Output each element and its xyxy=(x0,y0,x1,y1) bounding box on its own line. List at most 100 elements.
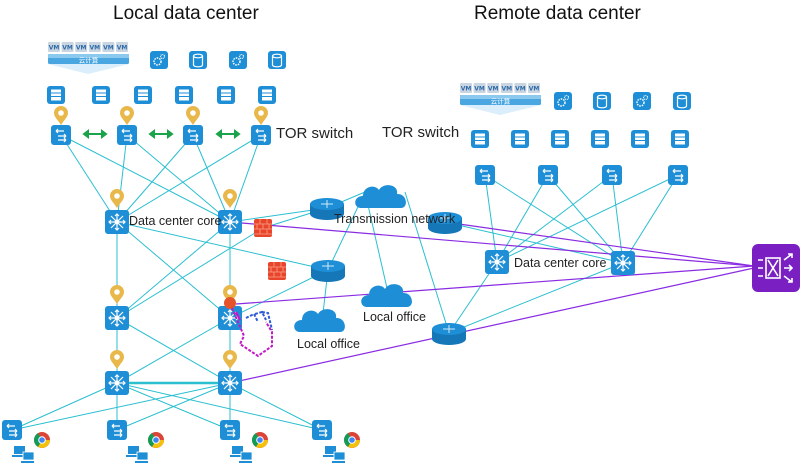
tor-switch-icon[interactable] xyxy=(601,164,623,186)
link xyxy=(229,269,329,319)
tor-link-arrow-3 xyxy=(215,129,241,139)
app-service-icon[interactable] xyxy=(553,91,573,111)
svg-text:VM: VM xyxy=(515,86,526,93)
server-icon[interactable] xyxy=(590,129,610,149)
tor-switch-icon[interactable] xyxy=(667,164,689,186)
computer-icon[interactable] xyxy=(11,445,35,464)
link xyxy=(116,134,128,223)
computer-icon[interactable] xyxy=(125,445,149,464)
svg-text:VM: VM xyxy=(461,86,472,93)
core-switch-icon[interactable] xyxy=(217,370,243,396)
location-pin-icon xyxy=(186,106,200,125)
app-service-icon[interactable] xyxy=(149,50,169,70)
label-local-office-1: Local office xyxy=(363,310,427,324)
vm-box: VM xyxy=(75,42,88,52)
location-pin-icon xyxy=(254,106,268,125)
traffic-analyzer-icon[interactable] xyxy=(752,244,800,292)
link xyxy=(11,382,118,431)
link xyxy=(116,221,329,271)
vm-box: VM xyxy=(61,42,74,52)
cloud-icon xyxy=(294,309,345,332)
core-switch-icon[interactable] xyxy=(104,209,130,235)
tor-switch-icon[interactable] xyxy=(116,124,138,146)
vm-box: VM xyxy=(487,83,500,93)
core-switch-icon[interactable] xyxy=(104,305,130,331)
label-tor-switch-remote: TOR switch xyxy=(382,124,460,141)
tor-interconnects xyxy=(82,129,241,139)
link xyxy=(448,262,624,334)
app-service-icon[interactable] xyxy=(632,91,652,111)
server-icon[interactable] xyxy=(91,85,111,105)
cloud-icon xyxy=(361,284,412,307)
cloud-icon xyxy=(355,185,406,208)
link xyxy=(116,134,262,223)
label-transmission-network: Transmission network xyxy=(334,212,456,226)
access-switch-icon[interactable] xyxy=(311,419,333,441)
mirror-link xyxy=(229,267,755,384)
router-icon[interactable] xyxy=(310,259,346,283)
svg-text:VM: VM xyxy=(529,86,540,93)
link xyxy=(496,174,549,263)
database-icon[interactable] xyxy=(188,50,208,70)
router-icon[interactable] xyxy=(431,322,467,346)
database-icon[interactable] xyxy=(592,91,612,111)
core-switch-icon[interactable] xyxy=(484,249,510,275)
tor-switch-icon[interactable] xyxy=(474,164,496,186)
firewall-icon[interactable] xyxy=(267,261,287,281)
selected-node-marker xyxy=(224,297,273,358)
label-tor-switch-local: TOR switch xyxy=(276,125,354,142)
app-service-icon[interactable] xyxy=(228,50,248,70)
mirror-link xyxy=(235,265,755,305)
computer-icon[interactable] xyxy=(322,445,346,464)
database-icon[interactable] xyxy=(672,91,692,111)
vm-box: VM xyxy=(88,42,101,52)
core-switch-icon[interactable] xyxy=(610,250,636,276)
vm-box: VM xyxy=(102,42,115,52)
server-icon[interactable] xyxy=(133,85,153,105)
selection-dot xyxy=(224,297,236,309)
vm-box: VM xyxy=(500,83,513,93)
server-icon[interactable] xyxy=(257,85,277,105)
server-icon[interactable] xyxy=(216,85,236,105)
link xyxy=(192,134,231,223)
server-icon[interactable] xyxy=(46,85,66,105)
tor-switch-icon[interactable] xyxy=(50,124,72,146)
server-icon[interactable] xyxy=(510,129,530,149)
link xyxy=(496,174,613,263)
link xyxy=(126,134,231,223)
server-icon[interactable] xyxy=(670,129,690,149)
server-icon[interactable] xyxy=(470,129,490,149)
firewall-icon[interactable] xyxy=(253,218,273,238)
svg-text:VM: VM xyxy=(103,45,114,52)
access-switch-icon[interactable] xyxy=(219,419,241,441)
browser-icon xyxy=(344,432,360,448)
core-switch-icon[interactable] xyxy=(104,370,130,396)
svg-text:VM: VM xyxy=(76,45,87,52)
core-switch-icon[interactable] xyxy=(217,209,243,235)
link xyxy=(116,227,264,319)
tor-switch-icon[interactable] xyxy=(250,124,272,146)
link xyxy=(404,191,450,334)
computer-icon[interactable] xyxy=(229,445,253,464)
access-switch-icon[interactable] xyxy=(106,419,128,441)
label-core-remote: Data center core xyxy=(514,256,607,270)
browser-icon xyxy=(252,432,268,448)
tor-switch-icon[interactable] xyxy=(182,124,204,146)
server-icon[interactable] xyxy=(630,129,650,149)
cloud-compute-label: 云计算 xyxy=(491,97,511,106)
label-core-local: Data center core xyxy=(129,214,222,228)
access-switch-icon[interactable] xyxy=(1,419,23,441)
cloud-compute-label: 云计算 xyxy=(79,56,99,65)
location-pin-icon xyxy=(120,106,134,125)
link xyxy=(364,191,390,298)
tor-switch-icon[interactable] xyxy=(537,164,559,186)
server-icon[interactable] xyxy=(550,129,570,149)
svg-text:VM: VM xyxy=(501,86,512,93)
link xyxy=(116,134,194,223)
database-icon[interactable] xyxy=(267,50,287,70)
vm-box: VM xyxy=(48,42,60,52)
server-icon[interactable] xyxy=(174,85,194,105)
